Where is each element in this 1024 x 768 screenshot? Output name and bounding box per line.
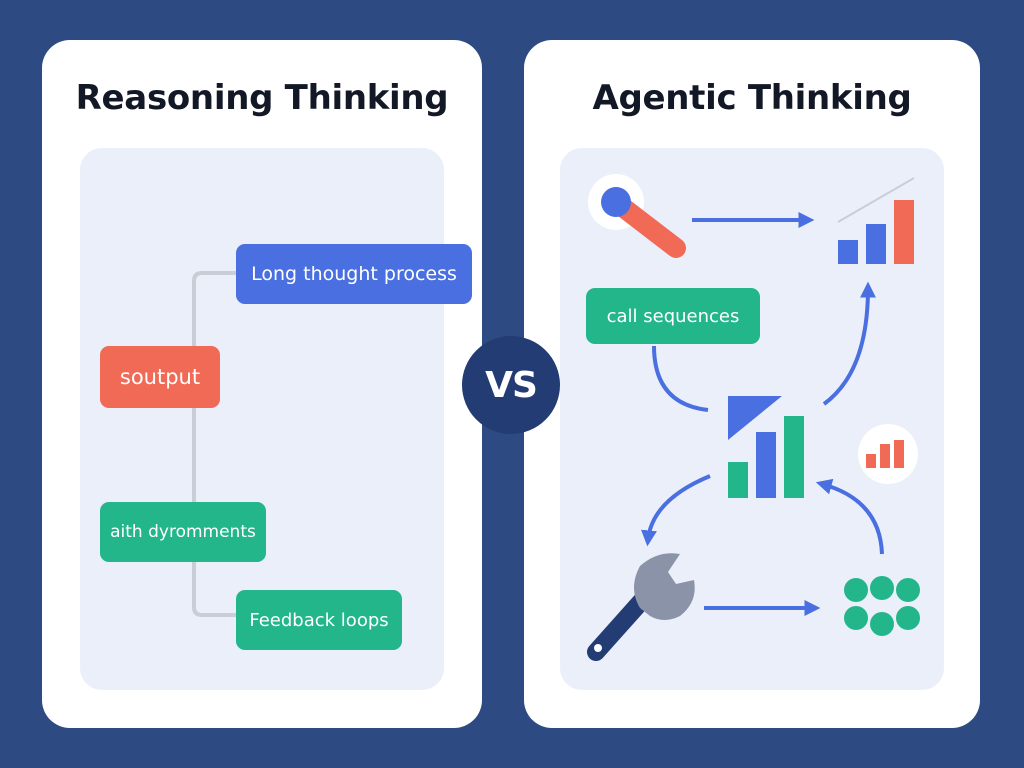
search-tool-icon <box>588 174 686 258</box>
vs-badge: VS <box>462 336 560 434</box>
curve-center-to-chart <box>822 281 876 406</box>
dots-cluster-icon <box>844 576 920 636</box>
output-node: soutput <box>100 346 220 408</box>
agentic-flow-diagram: call sequences <box>586 174 920 661</box>
triangle-chart-icon <box>728 396 782 440</box>
center-bar-chart-icon <box>728 416 804 498</box>
reasoning-thinking-title: Reasoning Thinking <box>75 78 449 118</box>
bar-chart-icon <box>837 177 915 264</box>
small-bar-chart-icon <box>858 424 918 484</box>
agentic-thinking-title: Agentic Thinking <box>592 78 912 118</box>
curve-dots-to-center <box>815 478 884 555</box>
reasoning-connector-line <box>192 271 238 617</box>
curve-center-to-wrench <box>641 474 711 547</box>
wrench-icon <box>587 553 695 661</box>
reasoning-thinking-card: Reasoning Thinking Long thought process … <box>42 40 482 728</box>
reasoning-diagram-area: Long thought process soutput aith dyromm… <box>80 148 472 690</box>
dyromments-node: aith dyromments <box>100 502 266 562</box>
call-sequences-label: call sequences <box>607 306 740 327</box>
long-thought-process-node: Long thought process <box>236 244 472 304</box>
feedback-loops-node: Feedback loops <box>236 590 402 650</box>
curve-call-to-center <box>652 345 709 412</box>
call-sequences-pill <box>586 288 760 344</box>
agentic-thinking-card: Agentic Thinking <box>524 40 980 728</box>
agentic-diagram-area: call sequences <box>560 148 944 690</box>
